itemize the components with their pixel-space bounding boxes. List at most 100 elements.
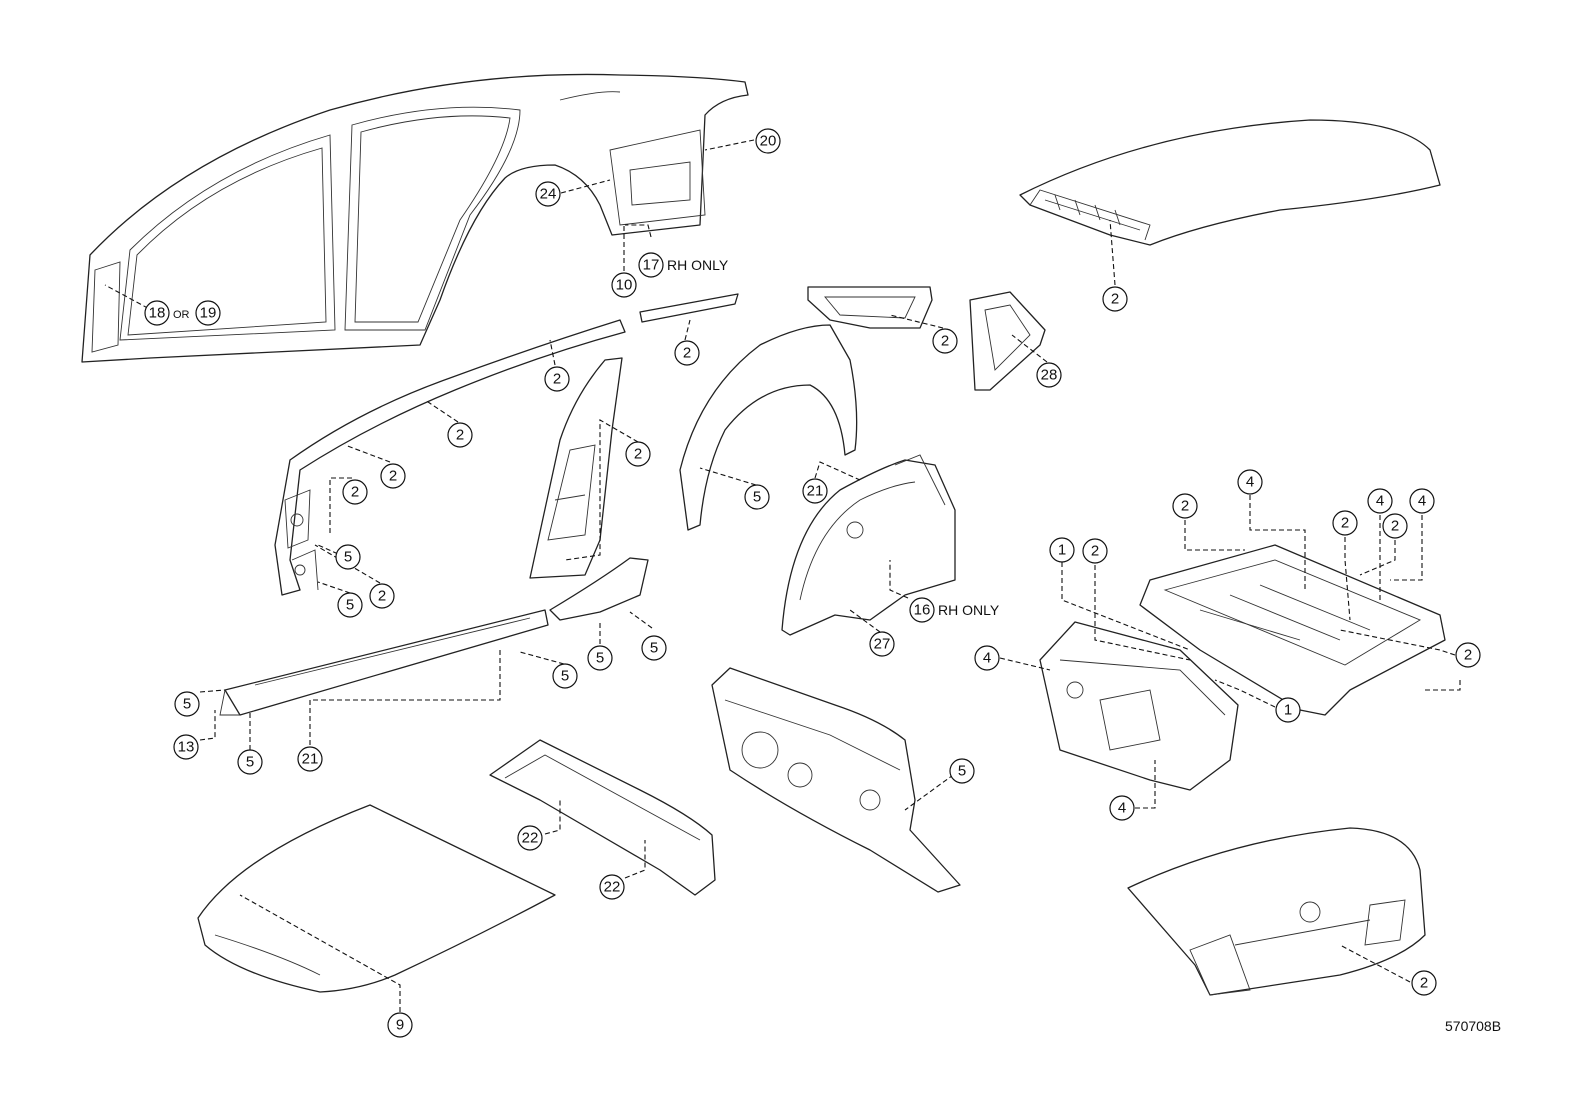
svg-text:2: 2 bbox=[1091, 543, 1099, 560]
note-or: OR bbox=[173, 309, 190, 321]
svg-text:27: 27 bbox=[874, 636, 891, 653]
callout-5-pillar-a: 5 bbox=[335, 544, 361, 570]
svg-text:2: 2 bbox=[1464, 647, 1472, 664]
callout-2-roof: 2 bbox=[1102, 286, 1128, 312]
callout-5-wheelhouse: 5 bbox=[744, 484, 770, 510]
svg-text:24: 24 bbox=[540, 186, 557, 203]
svg-text:5: 5 bbox=[958, 763, 966, 780]
callout-2-bracket: 2 bbox=[932, 328, 958, 354]
svg-text:2: 2 bbox=[378, 588, 386, 605]
svg-text:21: 21 bbox=[302, 751, 319, 768]
callout-13: 13 bbox=[173, 734, 199, 760]
svg-text:2: 2 bbox=[1111, 291, 1119, 308]
callout-16: 16 bbox=[909, 597, 935, 623]
quarter-upper-bracket bbox=[807, 286, 933, 329]
callout-5-sill: 5 bbox=[552, 663, 578, 689]
callout-19: 19 bbox=[195, 300, 221, 326]
svg-text:2: 2 bbox=[456, 427, 464, 444]
svg-text:20: 20 bbox=[760, 133, 777, 150]
callout-9: 9 bbox=[387, 1012, 413, 1038]
svg-text:2: 2 bbox=[1391, 518, 1399, 535]
callout-5-brace-b: 5 bbox=[641, 635, 667, 661]
rocker-sill bbox=[219, 609, 549, 716]
svg-text:4: 4 bbox=[1376, 493, 1384, 510]
callout-5-dash: 5 bbox=[949, 758, 975, 784]
svg-text:5: 5 bbox=[344, 549, 352, 566]
dash-panel bbox=[711, 667, 961, 893]
roof-rail-segment bbox=[639, 293, 739, 323]
svg-text:2: 2 bbox=[683, 345, 691, 362]
callout-2-toe-board: 2 bbox=[1082, 538, 1108, 564]
svg-text:10: 10 bbox=[616, 277, 633, 294]
svg-text:22: 22 bbox=[604, 879, 621, 896]
callout-4-left: 4 bbox=[974, 645, 1000, 671]
callout-4-right: 4 bbox=[1409, 488, 1435, 514]
cowl-top-panel bbox=[489, 739, 716, 896]
svg-text:2: 2 bbox=[1341, 515, 1349, 532]
callout-1-lower: 1 bbox=[1275, 697, 1301, 723]
callout-5-brace-a: 5 bbox=[587, 645, 613, 671]
callout-2-trunk: 2 bbox=[1411, 970, 1437, 996]
hood-panel bbox=[197, 804, 556, 993]
callout-2-floor-far: 2 bbox=[1455, 642, 1481, 668]
callout-4-bottom: 4 bbox=[1109, 795, 1135, 821]
callout-5-sill-left: 5 bbox=[174, 691, 200, 717]
callout-28: 28 bbox=[1036, 362, 1062, 388]
callout-24: 24 bbox=[535, 181, 561, 207]
svg-text:1: 1 bbox=[1284, 702, 1292, 719]
callout-20: 20 bbox=[755, 128, 781, 154]
svg-text:17: 17 bbox=[643, 257, 660, 274]
callout-21-wheelhouse: 21 bbox=[802, 478, 828, 504]
svg-text:13: 13 bbox=[178, 739, 195, 756]
trunk-lid bbox=[1127, 827, 1426, 996]
callout-2-pillar-a: 2 bbox=[544, 366, 570, 392]
svg-text:2: 2 bbox=[1181, 498, 1189, 515]
callout-18: 18 bbox=[144, 300, 170, 326]
callout-22-b: 22 bbox=[599, 874, 625, 900]
note-rh-only-17: RH ONLY bbox=[667, 257, 729, 273]
note-rh-only-16: RH ONLY bbox=[938, 602, 1000, 618]
callout-5-sill-bottom: 5 bbox=[237, 749, 263, 775]
rear-wheelhouse-inner bbox=[781, 454, 956, 636]
svg-text:5: 5 bbox=[596, 650, 604, 667]
svg-text:5: 5 bbox=[346, 597, 354, 614]
callout-2-pillar-c: 2 bbox=[380, 463, 406, 489]
svg-text:5: 5 bbox=[650, 640, 658, 657]
svg-text:2: 2 bbox=[553, 371, 561, 388]
svg-text:1: 1 bbox=[1058, 542, 1066, 559]
svg-text:2: 2 bbox=[941, 333, 949, 350]
svg-text:2: 2 bbox=[351, 484, 359, 501]
callout-5-pillar-b: 5 bbox=[337, 592, 363, 618]
svg-text:19: 19 bbox=[200, 305, 217, 322]
body-side-outer-panel bbox=[81, 73, 749, 363]
svg-text:5: 5 bbox=[753, 489, 761, 506]
rear-wheelhouse-outer bbox=[679, 324, 858, 531]
svg-text:4: 4 bbox=[1246, 474, 1254, 491]
svg-text:4: 4 bbox=[1118, 800, 1126, 817]
svg-text:18: 18 bbox=[149, 305, 166, 322]
rear-floor-pan bbox=[1139, 544, 1446, 716]
callout-4-top: 4 bbox=[1237, 469, 1263, 495]
diagram-code: 570708B bbox=[1445, 1018, 1501, 1034]
svg-text:4: 4 bbox=[1418, 493, 1426, 510]
callout-2-floor-right: 2 bbox=[1382, 513, 1408, 539]
svg-text:9: 9 bbox=[396, 1017, 404, 1034]
callout-2-pillar-b: 2 bbox=[447, 422, 473, 448]
callout-2-center-pillar: 2 bbox=[625, 441, 651, 467]
callout-2-floor-mid: 2 bbox=[1332, 510, 1358, 536]
callout-17: 17 bbox=[638, 252, 664, 278]
svg-text:21: 21 bbox=[807, 483, 824, 500]
toe-board-panel bbox=[1039, 621, 1239, 791]
svg-text:5: 5 bbox=[246, 754, 254, 771]
callout-22-a: 22 bbox=[517, 825, 543, 851]
callout-10: 10 bbox=[611, 272, 637, 298]
callout-2-pillar-d: 2 bbox=[342, 479, 368, 505]
svg-text:5: 5 bbox=[183, 696, 191, 713]
center-pillar bbox=[529, 357, 623, 579]
callout-4-mid: 4 bbox=[1367, 488, 1393, 514]
quarter-window-panel bbox=[969, 291, 1046, 391]
sill-brace bbox=[549, 557, 649, 621]
svg-text:2: 2 bbox=[389, 468, 397, 485]
